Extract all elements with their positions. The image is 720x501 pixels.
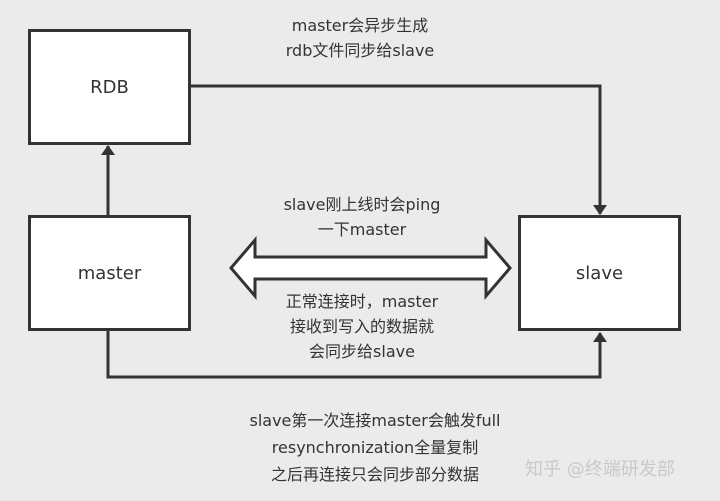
label-line: master会异步生成 — [291, 16, 429, 35]
label-line: 一下master — [317, 220, 407, 239]
double-arrow — [229, 235, 512, 301]
master-node: master — [28, 215, 191, 331]
label-line: 正常连接时，master — [285, 292, 439, 311]
master-label: master — [77, 262, 142, 284]
ping-label: slave刚上线时会ping 一下master — [284, 192, 441, 242]
label-line: resynchronization全量复制 — [271, 438, 479, 457]
watermark: 知乎 @终端研发部 — [525, 459, 675, 480]
rdb-sync-label: master会异步生成 rdb文件同步给slave — [286, 13, 435, 63]
arrow-master-to-slave — [106, 330, 607, 379]
label-line: rdb文件同步给slave — [285, 41, 435, 60]
arrow-rdb-to-slave — [190, 84, 607, 215]
label-line: 会同步给slave — [309, 342, 415, 361]
label-line: slave刚上线时会ping — [283, 195, 441, 214]
rdb-node: RDB — [28, 29, 191, 145]
label-line: slave第一次连接master会触发full — [249, 411, 501, 430]
normal-sync-label: 正常连接时，master 接收到写入的数据就 会同步给slave — [286, 289, 438, 364]
label-line: 之后再连接只会同步部分数据 — [270, 465, 479, 484]
notes-label: slave第一次连接master会触发full resynchronizatio… — [250, 407, 501, 488]
slave-node: slave — [518, 215, 681, 331]
slave-label: slave — [575, 262, 624, 284]
rdb-label: RDB — [90, 76, 129, 98]
label-line: 接收到写入的数据就 — [289, 317, 434, 336]
